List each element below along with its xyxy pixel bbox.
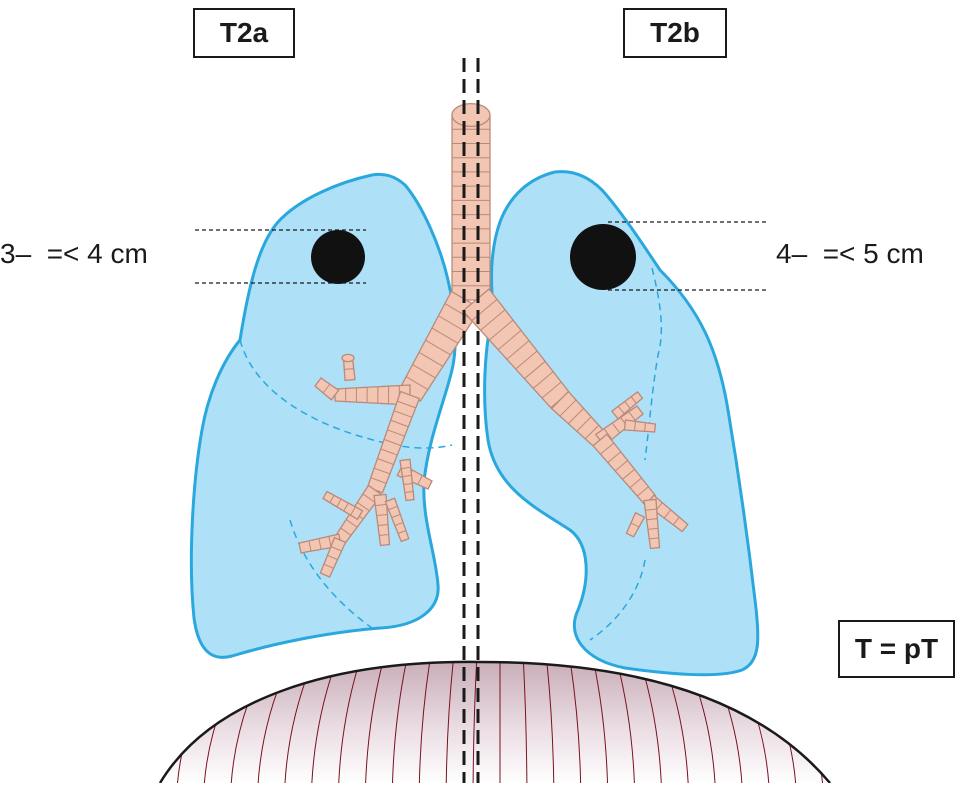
legend-box: T = pT [838, 620, 955, 678]
tumor-right [570, 224, 636, 290]
tumor-left [311, 230, 365, 284]
t2b-label: T2b [623, 8, 727, 58]
trachea-bronchi [298, 102, 689, 578]
right-size-label: 4– =< 5 cm [776, 238, 924, 269]
t2a-label: T2a [193, 8, 295, 58]
measure-guides [195, 221, 768, 291]
left-size-label: 3– =< 4 cm [0, 238, 148, 269]
diaphragm [158, 660, 831, 784]
midline [462, 58, 480, 783]
